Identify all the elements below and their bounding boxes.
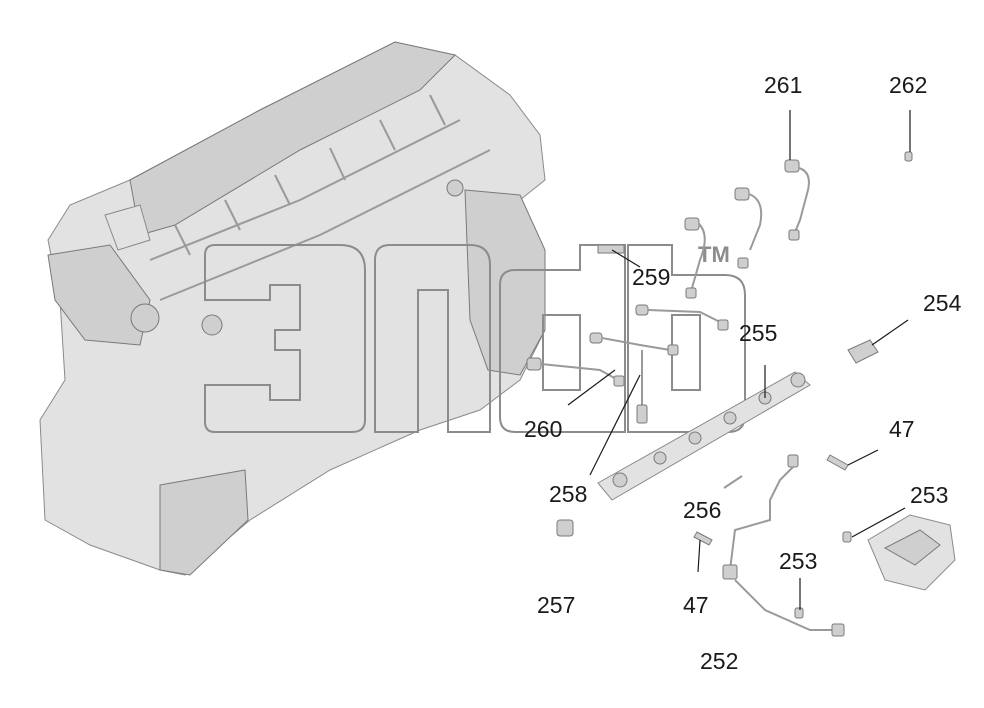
callout-253-lower: 253 [779,548,817,574]
pin-256 [723,475,743,489]
callout-252: 252 [700,648,738,674]
fuel-pump-253 [794,514,956,619]
callout-262: 262 [889,72,927,98]
callout-261: 261 [764,72,802,98]
callout-254: 254 [923,290,962,316]
sensor-254 [847,339,879,364]
callout-labels: 261 262 259 254 255 260 47 258 253 256 2… [524,72,962,674]
callout-260: 260 [524,416,562,442]
engine-block [39,41,546,576]
leader-lines [567,110,911,610]
callout-257: 257 [537,592,575,618]
callout-47-upper: 47 [889,416,915,442]
part-257 [556,519,574,537]
callout-253-upper: 253 [910,482,948,508]
sensor-261 [784,159,810,241]
bolt-47-lower [693,531,713,546]
bolt-47-upper [826,454,849,471]
callout-256: 256 [683,497,721,523]
callout-258: 258 [549,481,587,507]
callout-259: 259 [632,264,670,290]
callout-47-lower: 47 [683,592,709,618]
callout-255: 255 [739,320,777,346]
harness-252 [722,454,845,637]
fuel-rail-255 [597,371,811,501]
bolt-262 [904,151,913,162]
sensor-group [597,187,763,299]
harness-258-260 [526,304,729,424]
